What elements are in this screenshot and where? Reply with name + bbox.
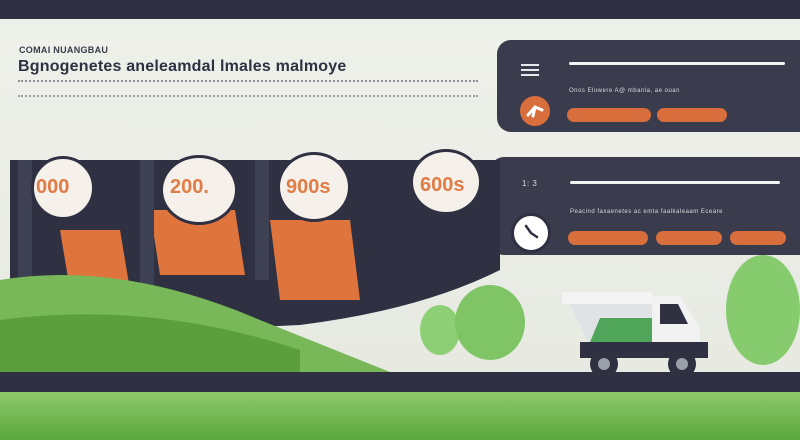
card-button-2[interactable] xyxy=(657,108,727,122)
gauge-1 xyxy=(31,156,95,220)
gauge-2 xyxy=(160,155,238,225)
tree xyxy=(455,285,525,360)
gauge-1-label: 000 xyxy=(36,176,70,198)
card-caption-2: Peacind faxaenetes ac emta faalkaleaam E… xyxy=(570,209,723,215)
card-button-3[interactable] xyxy=(568,231,648,245)
card-button-5[interactable] xyxy=(730,231,786,245)
gauge-4-label: 600s xyxy=(420,174,465,196)
top-bar xyxy=(0,0,800,19)
clock-icon xyxy=(511,213,551,253)
card-caption: Onos Eluwere A@ mbanla, ae ouan xyxy=(569,88,680,94)
grass xyxy=(0,392,800,440)
truck-icon xyxy=(562,292,708,378)
tree xyxy=(726,255,800,365)
gauge-4 xyxy=(410,149,482,215)
menu-icon[interactable] xyxy=(521,64,539,79)
arrow-icon[interactable] xyxy=(520,96,550,126)
gauge-2-label: 200. xyxy=(170,176,209,198)
card-button-4[interactable] xyxy=(656,231,722,245)
kicker-text: COMAI NUANGBAU xyxy=(19,45,109,55)
card-code: 1: 3 xyxy=(522,179,538,188)
gauge-3-label: 900s xyxy=(286,176,331,198)
page-title: Bgnogenetes aneleamdal lmales malmoye xyxy=(18,58,347,75)
subtitle-line-2 xyxy=(18,95,478,100)
card-title-line xyxy=(569,62,785,65)
card-button-1[interactable] xyxy=(567,108,651,122)
card-title-line-2 xyxy=(570,181,780,184)
road xyxy=(0,372,800,394)
tree xyxy=(420,305,460,355)
gauge-3 xyxy=(277,152,351,222)
subtitle-line xyxy=(18,80,478,85)
